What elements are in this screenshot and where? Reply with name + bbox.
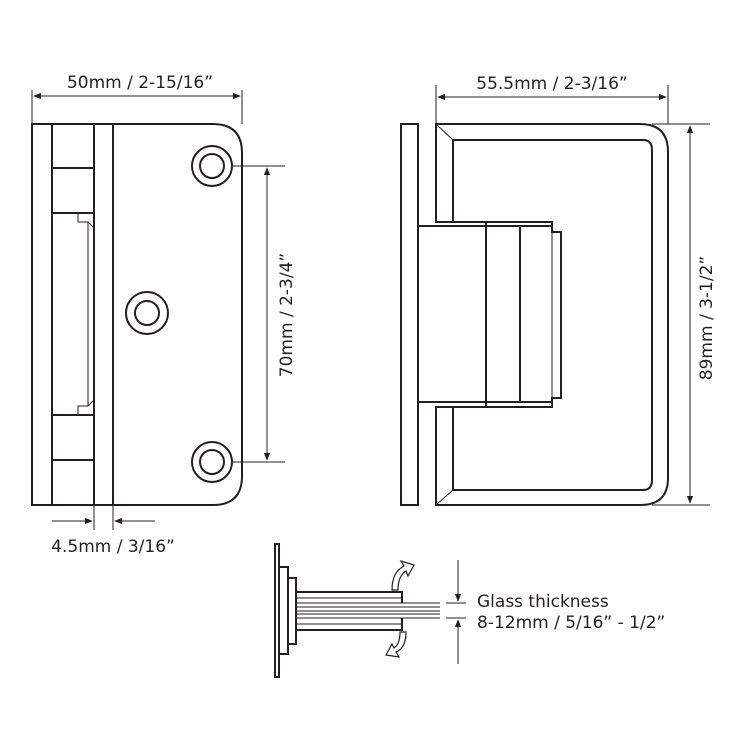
hole-spacing-dimension: 70mm / 2-3/4” <box>263 167 297 461</box>
glass-section-view: Glass thickness 8-12mm / 5/16” - 1/2” <box>274 543 665 678</box>
plate-thickness-dimension: 4.5mm / 3/16” <box>51 517 175 557</box>
hole-spacing-label: 70mm / 2-3/4” <box>277 253 297 377</box>
width-label-right: 55.5mm / 2-3/16” <box>476 74 627 94</box>
bottom-screw-hole <box>191 441 233 483</box>
side-view <box>400 85 710 506</box>
height-dimension: 89mm / 3-1/2” <box>686 125 717 504</box>
width-label-left: 50mm / 2-15/16” <box>67 73 213 93</box>
rotate-up-arrow <box>391 559 415 591</box>
center-screw-hole <box>125 291 169 335</box>
height-label: 89mm / 3-1/2” <box>697 256 717 380</box>
plate-thickness-label: 4.5mm / 3/16” <box>51 537 175 557</box>
width-dimension-left: 50mm / 2-15/16” <box>33 73 241 100</box>
glass-thickness-label: Glass thickness <box>477 592 609 612</box>
rotate-down-arrow <box>385 631 407 658</box>
top-screw-hole <box>191 145 233 187</box>
glass-thickness-range: 8-12mm / 5/16” - 1/2” <box>477 613 665 633</box>
front-view <box>31 90 285 530</box>
width-dimension-right: 55.5mm / 2-3/16” <box>437 74 667 101</box>
